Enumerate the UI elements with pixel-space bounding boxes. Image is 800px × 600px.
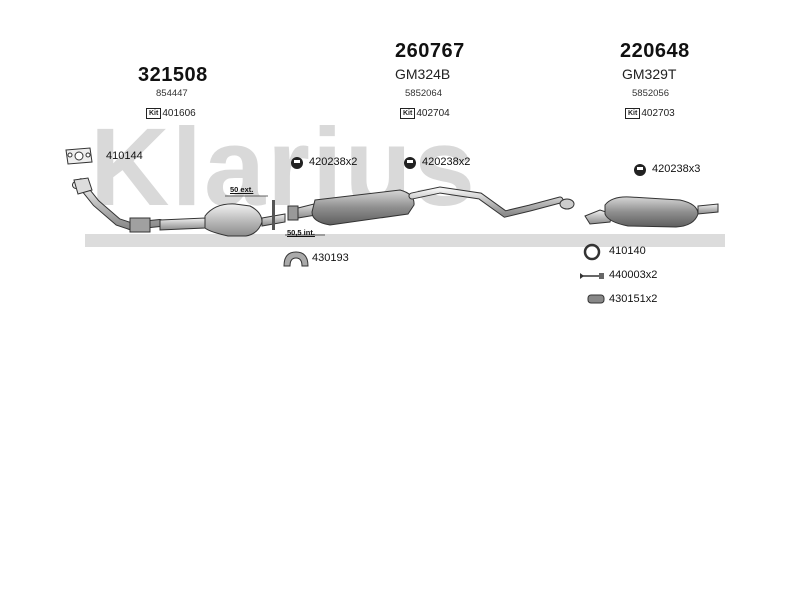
- kit-ref-1: Kit 401606: [146, 108, 196, 119]
- callout-mount: 430193: [312, 252, 349, 264]
- part-number-3: 220648: [620, 40, 690, 62]
- callout-bolt: 440003x2: [609, 269, 658, 281]
- front-pipe: [72, 177, 299, 237]
- gasket-icon: [65, 147, 93, 165]
- callout-clamp-3: 420238x3: [652, 163, 701, 175]
- dimension-ext: 50 ext.: [230, 185, 254, 194]
- clamp-icon-3: [634, 164, 646, 176]
- kit-badge-2: Kit: [400, 108, 416, 119]
- rubber-mount-icon: [283, 251, 309, 267]
- rear-silencer: [584, 196, 719, 228]
- part-ref-3: 5852056: [632, 88, 669, 99]
- kit-number-1: 401606: [162, 108, 196, 119]
- part-number-1: 321508: [138, 64, 208, 86]
- watermark-bar: [85, 234, 725, 247]
- kit-ref-2: Kit 402704: [400, 108, 450, 119]
- part-ref-1: 854447: [156, 88, 188, 99]
- clamp-icon-1: [291, 157, 303, 169]
- callout-rubber: 430151x2: [609, 293, 658, 305]
- kit-ref-3: Kit 402703: [625, 108, 675, 119]
- callout-clamp-2: 420238x2: [422, 156, 471, 168]
- callout-gasket: 410144: [106, 150, 143, 162]
- clamp-icon-2: [404, 157, 416, 169]
- oem-code-2: GM324B: [395, 66, 451, 82]
- kit-badge-3: Kit: [625, 108, 641, 119]
- kit-number-3: 402703: [641, 108, 675, 119]
- kit-badge-1: Kit: [146, 108, 162, 119]
- callout-clamp-1: 420238x2: [309, 156, 358, 168]
- sealing-ring-icon: [583, 243, 601, 261]
- dimension-int: 50,5 int.: [287, 228, 315, 237]
- oem-code-3: GM329T: [622, 66, 677, 82]
- kit-number-2: 402704: [416, 108, 450, 119]
- part-ref-2: 5852064: [405, 88, 442, 99]
- callout-ring: 410140: [609, 245, 646, 257]
- middle-silencer: [297, 186, 575, 226]
- part-number-2: 260767: [395, 40, 465, 62]
- bolt-icon: [580, 273, 604, 279]
- rubber-hanger-icon: [587, 294, 605, 304]
